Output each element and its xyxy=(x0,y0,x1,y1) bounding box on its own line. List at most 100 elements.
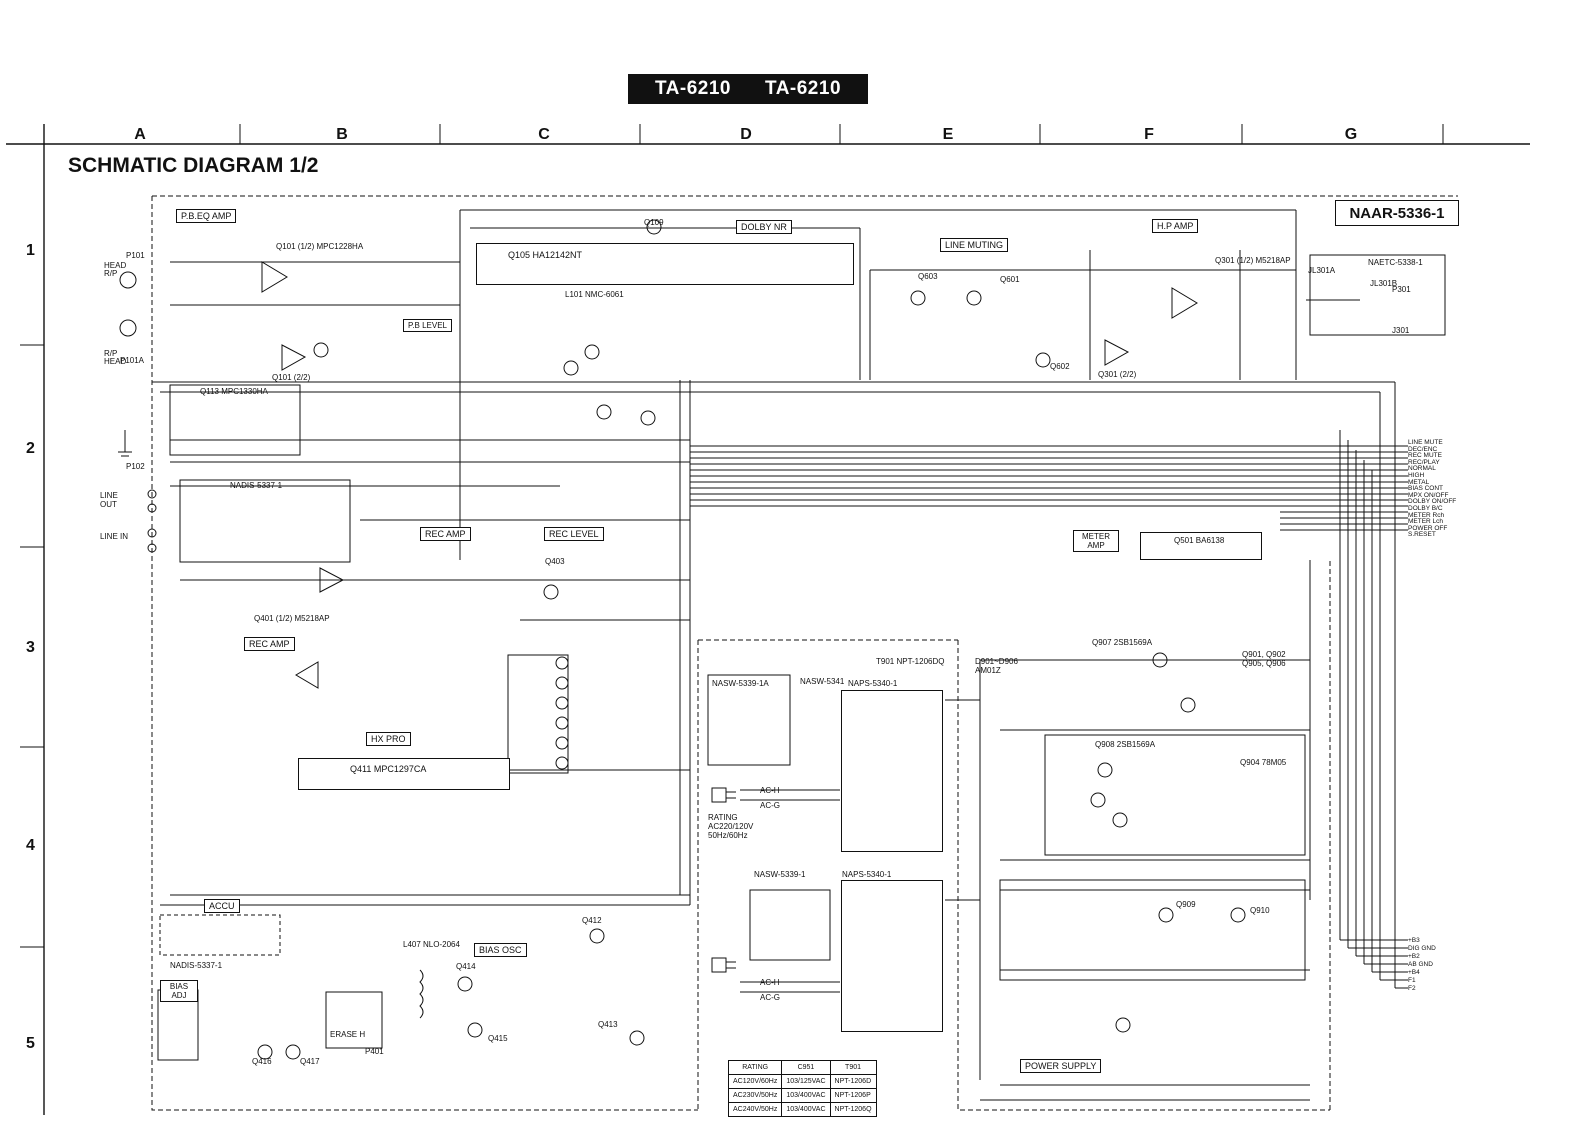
section-dolby-nr: DOLBY NR xyxy=(736,220,792,234)
grid-col-b: B xyxy=(336,126,348,143)
l101-label: L101 NMC-6061 xyxy=(565,290,624,299)
rating-table-header: RATING C951 T901 xyxy=(727,1060,877,1075)
grid-col-e: E xyxy=(942,126,954,143)
grid-row-2: 2 xyxy=(26,440,35,457)
q603-label: Q603 xyxy=(918,272,938,281)
p401-label: P401 xyxy=(365,1047,384,1056)
q413-label: Q413 xyxy=(598,1020,618,1029)
rating-header-cell: T901 xyxy=(829,1060,877,1075)
q901-list-label: Q901, Q902 Q905, Q906 xyxy=(1242,650,1286,668)
signal-line-list: LINE MUTE DEC/ENC REC MUTE REC/PLAY NORM… xyxy=(1408,439,1457,539)
ac-g-label-bottom: AC-G xyxy=(760,993,780,1002)
p101a-label: P101A xyxy=(120,356,145,365)
q908-label: Q908 2SB1569A xyxy=(1095,740,1156,749)
q301-label: Q301 (1/2) M5218AP xyxy=(1215,256,1291,265)
head-rp-label: HEAD R/P xyxy=(104,261,127,278)
rating-cell: 103/400VAC xyxy=(781,1088,831,1103)
meter-ic-block xyxy=(1140,532,1262,560)
power-line: F1 xyxy=(1408,977,1416,984)
rating-header-cell: RATING xyxy=(727,1060,783,1075)
signal-line: LINE MUTE xyxy=(1408,439,1443,446)
signal-line: REC/PLAY xyxy=(1408,458,1440,466)
grid-row-5: 5 xyxy=(26,1035,35,1052)
signal-line: NORMAL xyxy=(1408,465,1436,473)
rating-table-row: AC230V/50Hz 103/400VAC NPT-1206P xyxy=(727,1088,877,1103)
q401-label: Q401 (1/2) M5218AP xyxy=(254,614,330,623)
rating-cell: NPT-1206P xyxy=(829,1088,877,1103)
naps-top-label: NAPS-5340-1 xyxy=(848,679,898,688)
model-left: TA-6210 xyxy=(654,78,731,99)
signal-line: S.RESET xyxy=(1408,531,1436,539)
signal-line: METAL xyxy=(1408,478,1430,486)
signal-line: DEC/ENC xyxy=(1408,445,1438,453)
grid-row-1: 1 xyxy=(26,242,35,259)
grid-col-d: D xyxy=(740,126,752,143)
line-out-label: LINE OUT xyxy=(100,491,118,509)
q907-label: Q907 2SB1569A xyxy=(1092,638,1153,647)
jl301b-label: JL301B xyxy=(1370,279,1398,288)
power-line: DIG GND xyxy=(1408,945,1436,952)
power-line-list: +B3 DIG GND +B2 AB GND +B4 F1 F2 xyxy=(1408,937,1436,993)
nasw-b-label: NASW-5341 xyxy=(800,677,845,686)
power-line: +B4 xyxy=(1408,969,1420,976)
signal-line: POWER OFF xyxy=(1408,524,1448,532)
grid-col-f: F xyxy=(1144,126,1154,143)
q602-label: Q602 xyxy=(1050,362,1070,371)
section-meter-amp: METER AMP xyxy=(1073,530,1119,552)
signal-line: HIGH xyxy=(1408,471,1425,479)
q101-label: Q101 (1/2) MPC1228HA xyxy=(276,242,364,251)
rating-table: RATING C951 T901 AC120V/60Hz 103/125VAC … xyxy=(727,1060,877,1117)
rating-table-row: AC240V/50Hz 103/400VAC NPT-1206Q xyxy=(727,1102,877,1117)
d901-label: D901~D906 AM01Z xyxy=(975,657,1018,675)
rating-table-row: AC120V/60Hz 103/125VAC NPT-1206D xyxy=(727,1074,877,1089)
rating-cell: 103/125VAC xyxy=(781,1074,831,1089)
section-pb-level: P.B LEVEL xyxy=(403,319,452,332)
q403-label: Q403 xyxy=(545,557,565,566)
power-line: F2 xyxy=(1408,985,1416,992)
q105-label: Q105 HA12142NT xyxy=(508,250,583,260)
q101b-label: Q101 (2/2) xyxy=(272,373,311,382)
model-banner: TA-6210 TA-6210 xyxy=(628,74,868,104)
grid-row-4: 4 xyxy=(26,837,35,854)
rating-cell: NPT-1206Q xyxy=(829,1102,877,1117)
board-reference: NAAR-5336-1 xyxy=(1335,200,1459,226)
model-right: TA-6210 xyxy=(765,78,842,99)
j301-label: J301 xyxy=(1392,326,1410,335)
grid-row-3: 3 xyxy=(26,639,35,656)
t901-top-label: T901 NPT-1206DQ xyxy=(876,657,945,666)
rating-cell: NPT-1206D xyxy=(829,1074,877,1089)
q415-label: Q415 xyxy=(488,1034,508,1043)
p102-label: P102 xyxy=(126,462,145,471)
power-transformer-top xyxy=(841,690,943,852)
power-line: +B3 xyxy=(1408,937,1420,944)
power-transformer-bottom xyxy=(841,880,943,1032)
rating-cell: AC230V/50Hz xyxy=(727,1088,783,1103)
p301-label: P301 xyxy=(1392,285,1411,294)
section-bias-adj: BIAS ADJ xyxy=(160,980,198,1002)
q416-label: Q416 xyxy=(252,1057,272,1066)
ac-h-label-bottom: AC-H xyxy=(760,978,780,987)
q109-label: Q109 xyxy=(644,218,664,227)
ac-h-label-top: AC-H xyxy=(760,786,780,795)
q501-label: Q501 BA6138 xyxy=(1174,536,1225,545)
q910-label: Q910 xyxy=(1250,906,1270,915)
jl301a-label: JL301A xyxy=(1308,266,1336,275)
section-rec-level: REC LEVEL xyxy=(544,527,604,541)
naetc-label: NAETC-5338-1 xyxy=(1368,258,1423,267)
power-line: +B2 xyxy=(1408,953,1420,960)
l407-label: L407 NLO-2064 xyxy=(403,940,460,949)
section-power-supply: POWER SUPPLY xyxy=(1020,1059,1102,1073)
naps-bottom-label: NAPS-5340-1 xyxy=(842,870,892,879)
rating-cell: 103/400VAC xyxy=(781,1102,831,1117)
signal-line: METER Lch xyxy=(1408,518,1444,526)
rating-note: RATING AC220/120V 50Hz/60Hz xyxy=(708,813,754,840)
section-accu: ACCU xyxy=(204,899,240,913)
sheet-title: SCHMATIC DIAGRAM 1/2 xyxy=(68,154,319,177)
p101-label: P101 xyxy=(126,251,145,260)
nadis-top-label: NADIS-5337-1 xyxy=(230,481,283,490)
dolby-ic-block xyxy=(476,243,854,285)
signal-line: DOLBY ON/OFF xyxy=(1408,498,1457,506)
nadis-bottom-label: NADIS-5337-1 xyxy=(170,961,223,970)
q909-label: Q909 xyxy=(1176,900,1196,909)
